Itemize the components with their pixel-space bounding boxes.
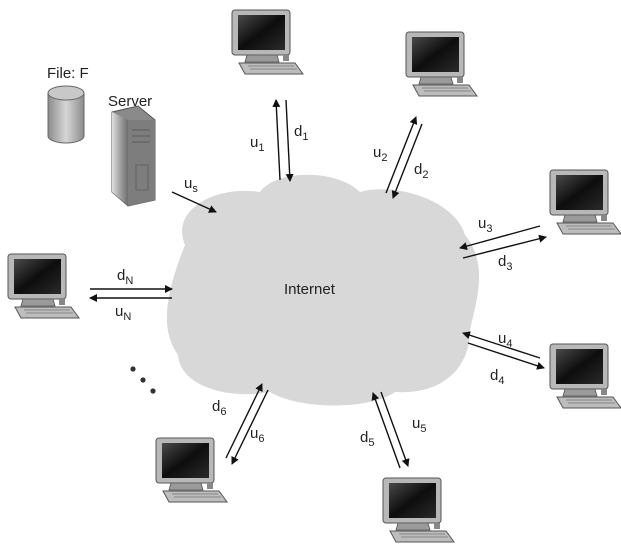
peer-n-download-label: dN bbox=[117, 267, 133, 287]
server-upload-arrow bbox=[171, 191, 217, 213]
peer-n-upload-label: uN bbox=[115, 303, 131, 323]
peer-2-upload-label: u2 bbox=[373, 144, 387, 164]
internet-label: Internet bbox=[284, 281, 336, 298]
server-label: Server bbox=[108, 93, 152, 110]
peer-1-download-label: d1 bbox=[294, 123, 308, 143]
peer-2-computer-icon bbox=[405, 31, 478, 97]
peer-5-computer-icon bbox=[382, 477, 455, 543]
peer-3-download-label: d3 bbox=[498, 253, 512, 273]
server-upload-label: us bbox=[184, 175, 198, 195]
peer-4-download-label: d4 bbox=[490, 367, 504, 387]
peer-6-computer-icon bbox=[155, 437, 228, 503]
more-peers-ellipsis bbox=[130, 366, 156, 394]
peer-5-upload-arrow bbox=[371, 392, 401, 469]
peer-2-upload-arrow bbox=[385, 116, 418, 194]
peer-4-computer-icon bbox=[549, 343, 621, 409]
peer-2-download-label: d2 bbox=[414, 161, 428, 181]
peer-4-upload-arrow bbox=[462, 331, 541, 359]
peer-3-download-arrow bbox=[462, 234, 547, 259]
internet-cloud bbox=[166, 174, 480, 406]
peer-5-download-label: d5 bbox=[360, 429, 374, 449]
server-icon bbox=[111, 105, 156, 207]
peer-1-upload-arrow bbox=[272, 99, 281, 181]
file-label: File: F bbox=[47, 65, 89, 82]
peer-6-download-label: d6 bbox=[212, 398, 226, 418]
peer-n-computer-icon bbox=[7, 253, 80, 319]
peer-6-download-arrow bbox=[231, 389, 269, 465]
peer-3-upload-arrow bbox=[459, 225, 541, 251]
peer-6-upload-label: u6 bbox=[250, 425, 264, 445]
peer-4-upload-label: u4 bbox=[498, 330, 512, 350]
peer-4-download-arrow bbox=[467, 342, 545, 370]
peer-5-download-arrow bbox=[380, 391, 410, 467]
peer-1-download-arrow bbox=[285, 99, 294, 182]
peer-3-upload-label: u3 bbox=[478, 215, 492, 235]
peer-2-download-arrow bbox=[391, 123, 423, 199]
peer-6-upload-arrow bbox=[225, 383, 263, 459]
peer-5-upload-label: u5 bbox=[412, 415, 426, 435]
peer-3-computer-icon bbox=[549, 169, 621, 235]
file-database-icon bbox=[47, 85, 85, 144]
peer-1-computer-icon bbox=[231, 9, 304, 75]
peer-1-upload-label: u1 bbox=[250, 134, 264, 154]
